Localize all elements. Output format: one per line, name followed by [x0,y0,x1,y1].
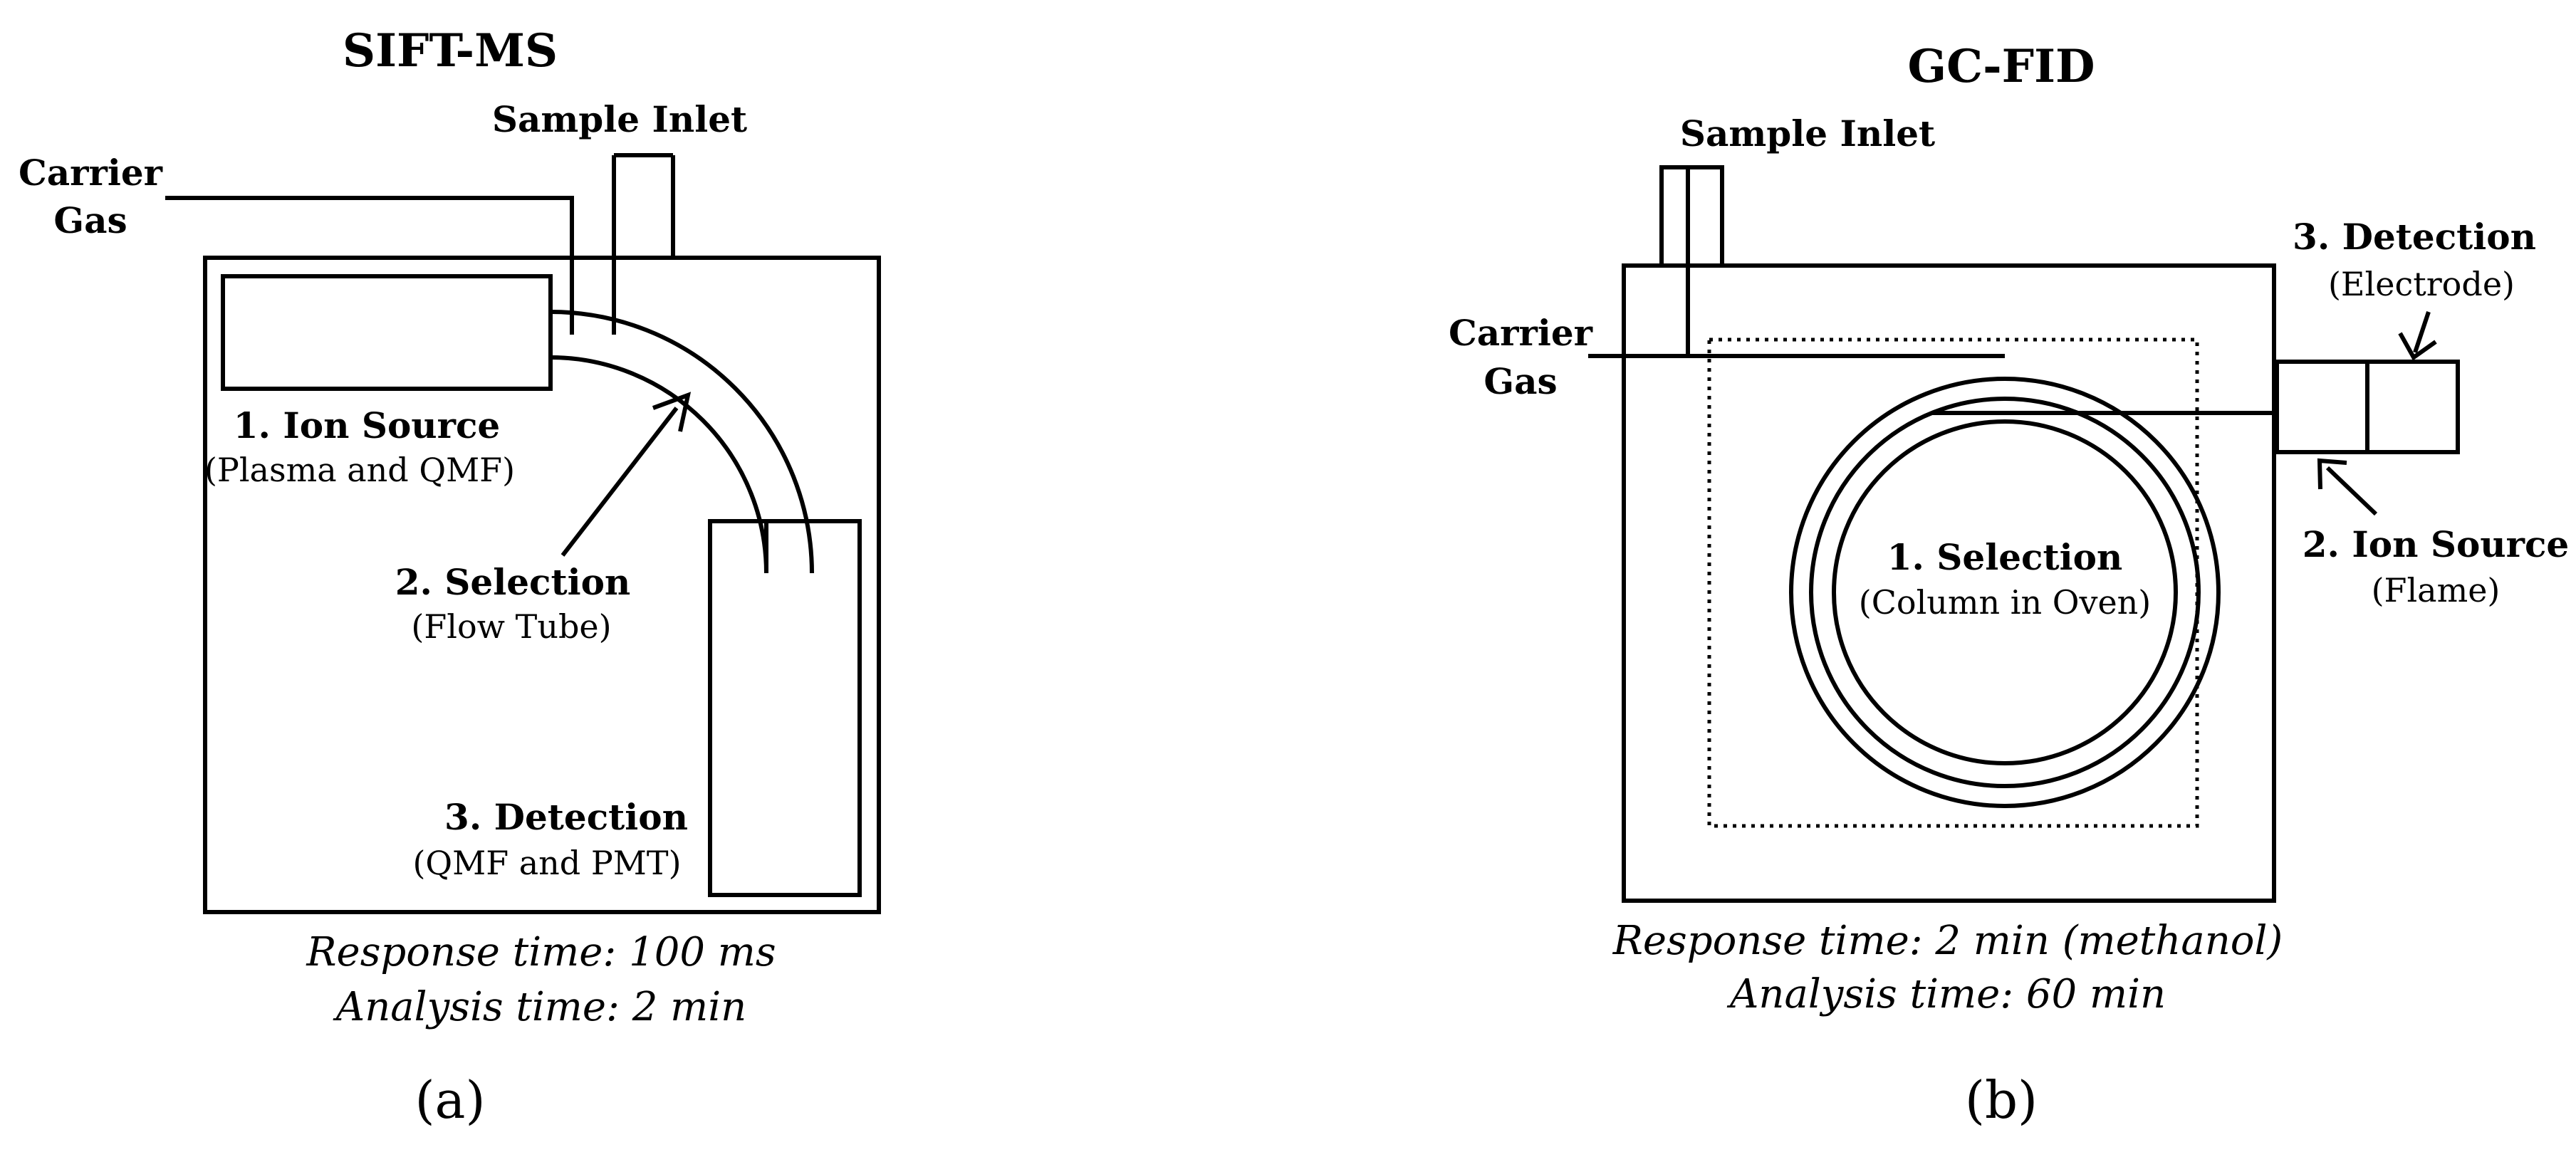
gc-detection-box [2365,360,2460,454]
sift-analysis-time: Analysis time: 2 min [333,984,746,1030]
sift-selection-label: 2. Selection [395,561,631,603]
gc-column-coil-middle [1809,397,2201,788]
sift-ion-source-box [221,274,553,391]
gc-detection-arrow [2413,311,2431,353]
gc-oven-boundary [1707,337,2199,828]
gc-sample-inlet-tube [1659,165,1724,268]
gc-sample-inlet-label: Sample Inlet [1680,112,1935,155]
gc-ion-source-label: 2. Ion Source [2303,523,2570,565]
gc-ion-source-box [2275,360,2369,454]
sift-title: SIFT-MS [343,24,558,78]
sift-detection-label: 3. Detection [444,796,688,838]
gc-selection-sublabel: (Column in Oven) [1859,583,2152,622]
sift-carrier-label-line1: Carrier [19,152,163,194]
sift-ion-source-sublabel: (Plasma and QMF) [204,451,515,489]
gc-title: GC-FID [1907,40,2095,93]
sift-selection-arrowhead [652,392,692,432]
gc-response-time: Response time: 2 min (methanol) [1612,918,2283,964]
gc-ion-source-sublabel: (Flame) [2372,571,2501,609]
gc-detection-label: 3. Detection [2293,216,2536,258]
sift-selection-sublabel: (Flow Tube) [411,607,611,646]
gc-detection-sublabel: (Electrode) [2328,265,2515,303]
gc-fid-panel: GC-FID Sample Inlet Carrier Gas 3. Detec… [1449,40,2569,1130]
sift-ms-panel: SIFT-MS Sample Inlet Carrier Gas 1. Ion … [19,24,881,1130]
gc-detection-arrowhead [2398,332,2437,361]
gc-ion-source-arrowhead [2317,458,2347,490]
sift-detection-sublabel: (QMF and PMT) [412,844,681,882]
gc-carrier-label-line1: Carrier [1449,312,1593,354]
sift-flow-tube-outer [550,310,814,574]
gc-selection-label: 1. Selection [1887,536,2123,578]
gc-ion-source-arrow [2325,466,2378,516]
gc-analysis-time: Analysis time: 60 min [1726,971,2166,1017]
sift-flow-tube-inner [550,355,768,574]
sift-ion-source-label: 1. Ion Source [234,404,501,446]
sift-carrier-gas-line [165,196,574,335]
panel-label-a: (a) [414,1070,485,1130]
gc-column-coil-inner [1832,419,2178,765]
sift-detection-box [708,519,862,897]
panel-label-b: (b) [1965,1070,2038,1130]
gc-housing [1622,263,2276,903]
gc-carrier-label-line2: Gas [1483,360,1557,402]
sift-selection-arrow [560,407,679,557]
sift-housing [203,256,881,914]
sift-response-time: Response time: 100 ms [306,929,776,975]
sift-sample-inlet-label: Sample Inlet [492,98,747,140]
sift-sample-inlet-tube [612,153,675,335]
sift-carrier-label-line2: Gas [53,199,127,241]
gc-column-coil-outer [1789,377,2221,808]
